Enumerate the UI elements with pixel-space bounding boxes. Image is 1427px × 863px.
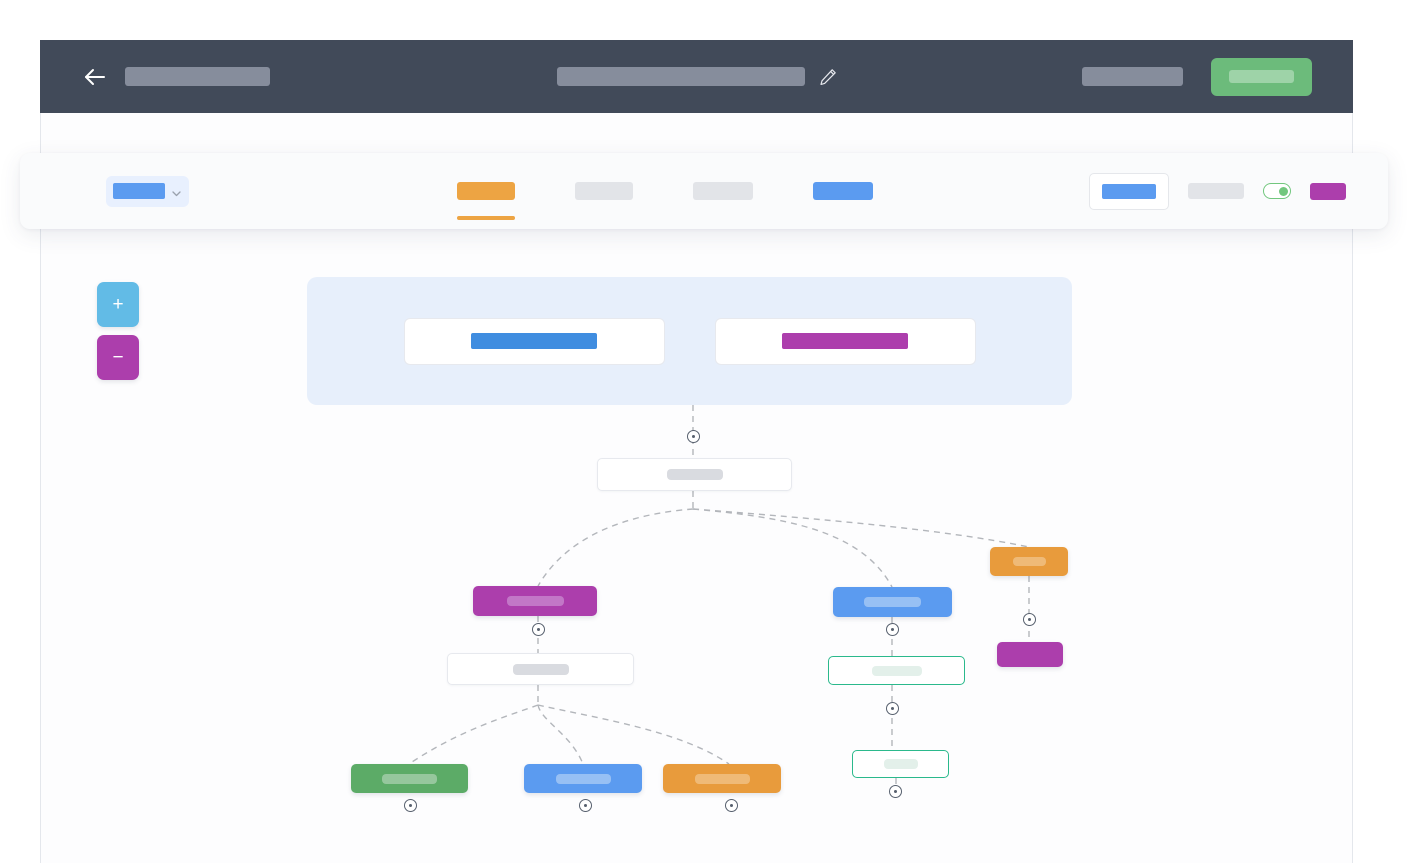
header-title-placeholder bbox=[125, 67, 270, 86]
header-secondary-action[interactable] bbox=[1082, 67, 1183, 86]
feature-toggle[interactable] bbox=[1263, 183, 1291, 199]
node-branch-orange[interactable] bbox=[990, 547, 1068, 576]
node-child-teal-label bbox=[871, 665, 922, 676]
collapse-handle-blue[interactable] bbox=[886, 623, 899, 636]
node-leaf-teal[interactable] bbox=[852, 750, 949, 778]
node-root-label bbox=[666, 469, 723, 480]
root-card-secondary-label bbox=[782, 333, 908, 349]
zoom-out-label: − bbox=[112, 347, 124, 368]
header-right-group bbox=[1082, 57, 1312, 96]
document-title-placeholder bbox=[556, 67, 805, 86]
node-leaf-green[interactable] bbox=[351, 764, 468, 793]
tab-item-4-label bbox=[813, 182, 873, 200]
pencil-icon[interactable] bbox=[819, 68, 837, 86]
node-leaf-purple[interactable] bbox=[997, 642, 1063, 667]
node-branch-purple[interactable] bbox=[473, 586, 597, 616]
tab-item-1-label bbox=[457, 182, 515, 200]
toolbar-purple-button[interactable] bbox=[1310, 182, 1346, 200]
collapse-handle-orange-leaf[interactable] bbox=[725, 799, 738, 812]
node-leaf-blue[interactable] bbox=[524, 764, 642, 793]
toolbar-tabs bbox=[457, 171, 873, 220]
zoom-in-label: + bbox=[112, 294, 124, 315]
zoom-out-button[interactable]: − bbox=[97, 335, 139, 380]
tab-item-3-label bbox=[693, 182, 753, 200]
zoom-in-button[interactable]: + bbox=[97, 282, 139, 327]
tab-active-indicator bbox=[457, 216, 515, 220]
tab-item-2[interactable] bbox=[575, 171, 633, 211]
root-card-primary[interactable] bbox=[403, 317, 665, 365]
collapse-handle-green-leaf[interactable] bbox=[404, 799, 417, 812]
node-leaf-orange-label bbox=[694, 773, 750, 784]
toggle-knob bbox=[1279, 186, 1288, 196]
diagram-canvas[interactable]: + − bbox=[41, 229, 1352, 863]
zoom-controls: + − bbox=[97, 282, 139, 380]
app-header bbox=[40, 40, 1353, 113]
node-branch-blue[interactable] bbox=[833, 587, 952, 617]
header-left-group bbox=[40, 65, 270, 89]
node-branch-orange-label bbox=[1012, 557, 1046, 566]
chevron-down-icon bbox=[171, 186, 182, 197]
toolbar-outline-button[interactable] bbox=[1089, 172, 1169, 210]
tab-item-1[interactable] bbox=[457, 171, 515, 220]
view-selector-value bbox=[113, 183, 165, 199]
header-primary-action-label bbox=[1229, 70, 1294, 83]
collapse-handle-teal-2[interactable] bbox=[889, 785, 902, 798]
toolbar-plain-button[interactable] bbox=[1188, 183, 1244, 199]
tab-item-4[interactable] bbox=[813, 171, 873, 211]
toolbar-outline-button-label bbox=[1102, 183, 1156, 199]
root-panel bbox=[307, 277, 1072, 405]
node-leaf-teal-label bbox=[883, 759, 918, 769]
node-leaf-green-label bbox=[382, 773, 437, 784]
collapse-handle-root-top[interactable] bbox=[687, 430, 700, 443]
collapse-handle-orange[interactable] bbox=[1023, 613, 1036, 626]
root-card-primary-label bbox=[471, 333, 597, 349]
header-primary-action-button[interactable] bbox=[1211, 57, 1312, 96]
node-branch-blue-label bbox=[864, 597, 921, 607]
node-leaf-orange[interactable] bbox=[663, 764, 781, 793]
collapse-handle-purple[interactable] bbox=[532, 623, 545, 636]
collapse-handle-teal-1[interactable] bbox=[886, 702, 899, 715]
tab-item-3[interactable] bbox=[693, 171, 753, 211]
editor-toolbar bbox=[20, 153, 1388, 229]
node-child-white-label bbox=[512, 663, 569, 675]
node-leaf-blue-label bbox=[555, 773, 611, 784]
node-root[interactable] bbox=[597, 458, 792, 491]
header-center-group bbox=[556, 67, 837, 86]
tab-item-2-label bbox=[575, 182, 633, 200]
node-child-teal[interactable] bbox=[828, 656, 965, 685]
collapse-handle-blue-leaf[interactable] bbox=[579, 799, 592, 812]
node-child-white[interactable] bbox=[447, 653, 634, 685]
arrow-left-icon[interactable] bbox=[83, 65, 107, 89]
root-card-secondary[interactable] bbox=[714, 317, 976, 365]
toolbar-actions bbox=[1089, 172, 1346, 210]
view-selector-dropdown[interactable] bbox=[106, 175, 189, 207]
node-branch-purple-label bbox=[506, 596, 564, 606]
